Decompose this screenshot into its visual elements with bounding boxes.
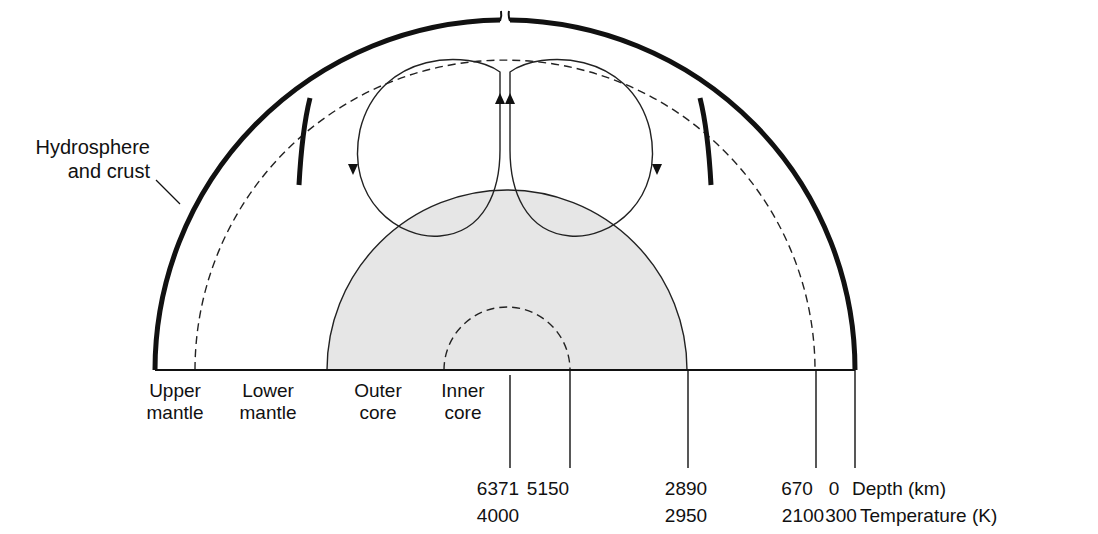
convection-cell <box>510 59 653 236</box>
temperature-value: 2950 <box>665 505 707 527</box>
temperature-value: 4000 <box>477 505 519 527</box>
crust-arc <box>510 20 855 370</box>
depth-value: 2890 <box>665 478 707 500</box>
depth-tick <box>569 370 570 468</box>
flow-arrow <box>652 164 662 175</box>
leader-line <box>156 180 180 204</box>
layer-label: Hydrosphere and crust <box>22 136 150 183</box>
region-label: Lower mantle <box>228 380 308 425</box>
flow-arrow <box>348 164 358 175</box>
depth-tick <box>687 370 688 468</box>
mantle-boundary <box>195 60 815 370</box>
depth-value: 5150 <box>527 478 569 500</box>
depth-value: 0 <box>829 478 840 500</box>
region-label: Outer core <box>338 380 418 425</box>
flow-arrow <box>505 93 515 104</box>
axis-title: Temperature (K) <box>860 505 997 527</box>
ridge-mark <box>500 11 501 21</box>
convection-cell <box>357 59 500 236</box>
subducting-slab <box>299 98 310 185</box>
baseline <box>155 369 855 371</box>
outer-core <box>327 190 687 370</box>
inner-core-boundary <box>444 307 570 370</box>
region-label: Upper mantle <box>135 380 215 425</box>
depth-value: 670 <box>781 478 813 500</box>
subducting-slab <box>700 98 711 185</box>
crust-arc <box>155 20 500 370</box>
depth-tick <box>854 370 855 468</box>
depth-tick <box>815 370 816 468</box>
temperature-value: 300 <box>825 505 857 527</box>
flow-arrow <box>495 93 505 104</box>
ridge-mark <box>509 11 510 21</box>
depth-tick <box>509 375 510 468</box>
region-label: Inner core <box>423 380 503 425</box>
axis-title: Depth (km) <box>852 478 946 500</box>
temperature-value: 2100 <box>782 505 824 527</box>
depth-value: 6371 <box>477 478 519 500</box>
